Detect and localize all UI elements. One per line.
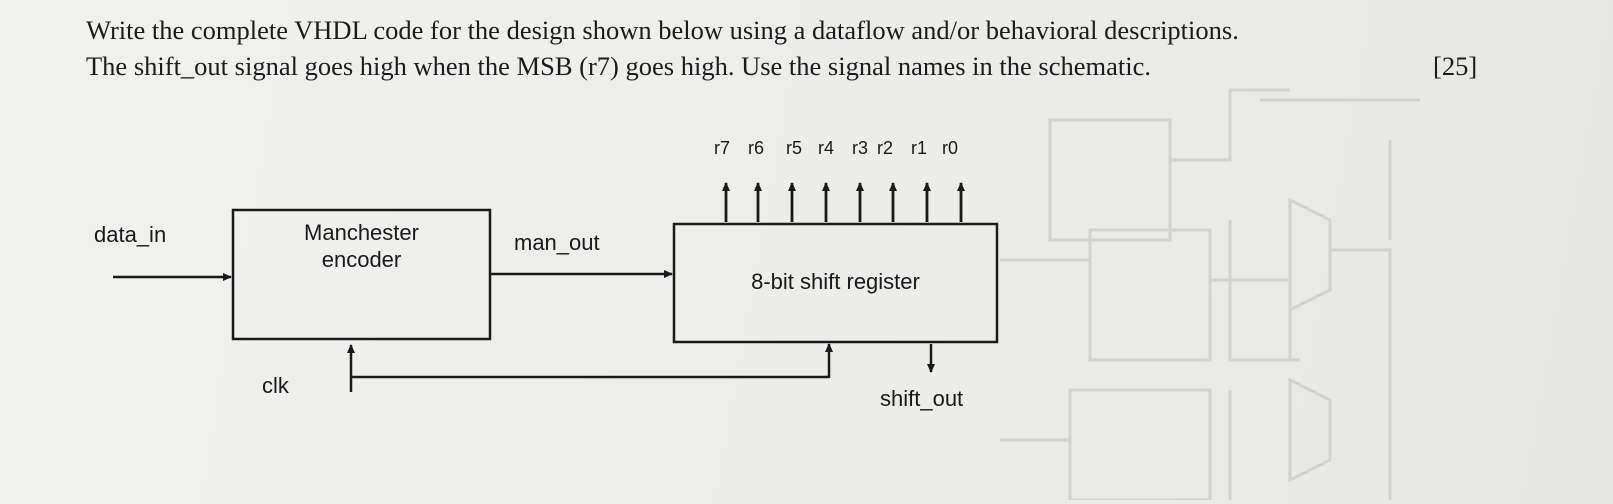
register-bit-label-r2: r2 <box>877 138 894 158</box>
question-line-1: Write the complete VHDL code for the des… <box>86 15 1239 45</box>
encoder-label-line-2: encoder <box>321 247 402 272</box>
register-bit-label-r5: r5 <box>786 138 803 158</box>
register-bit-label-r4: r4 <box>818 138 835 158</box>
register-bit-label-r3: r3 <box>852 138 869 158</box>
man-out-label: man_out <box>514 230 600 255</box>
manchester-encoder-label: Manchester encoder <box>233 219 490 273</box>
question-text: Write the complete VHDL code for the des… <box>86 12 1526 84</box>
register-bit-label-r0: r0 <box>942 138 959 158</box>
question-line-2: The shift_out signal goes high when the … <box>86 51 1151 81</box>
register-bit-label-r6: r6 <box>748 138 765 158</box>
question-marks: [25] <box>1433 51 1478 81</box>
clk-label: clk <box>262 373 289 398</box>
background-ghost-sketch <box>1000 88 1420 500</box>
shift-out-label: shift_out <box>880 386 964 411</box>
encoder-label-line-1: Manchester <box>304 220 419 245</box>
shift-register-label: 8-bit shift register <box>751 269 920 294</box>
register-bit-label-r1: r1 <box>911 138 928 158</box>
register-bit-label-r7: r7 <box>714 138 731 158</box>
data-in-label: data_in <box>94 222 167 247</box>
register-output-arrows <box>722 182 965 222</box>
shift-register-block <box>672 222 999 344</box>
